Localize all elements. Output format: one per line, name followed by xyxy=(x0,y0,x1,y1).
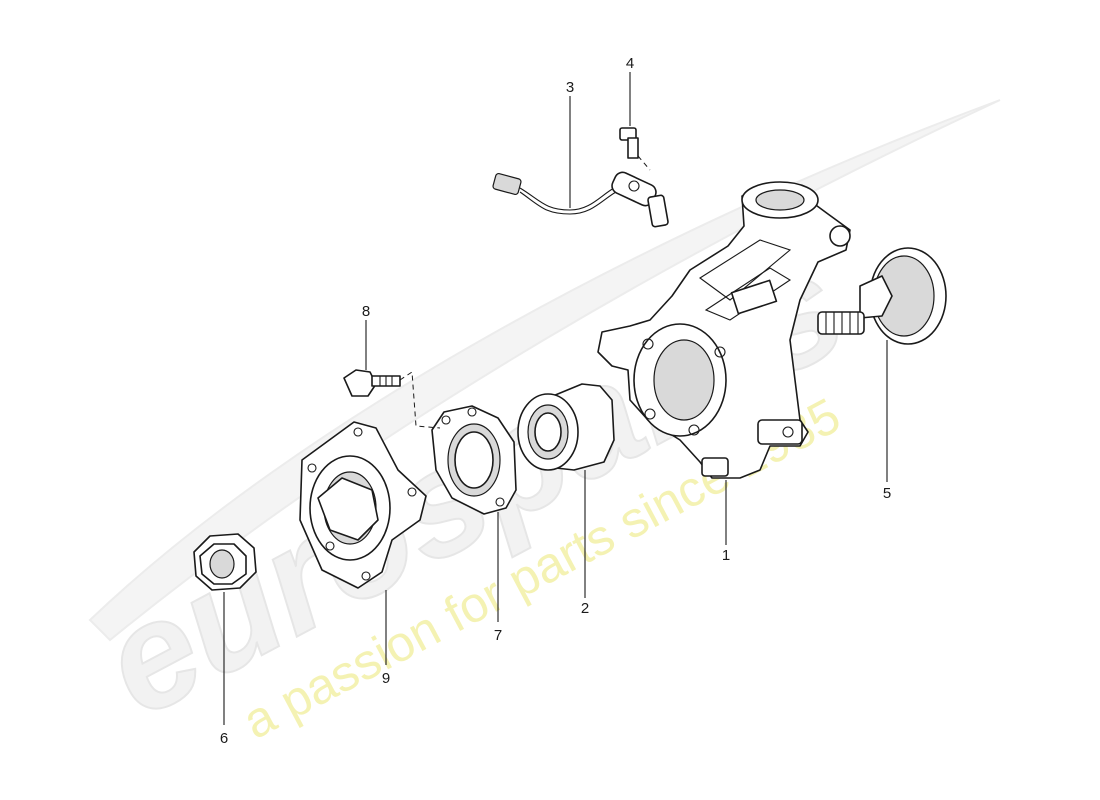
wheel-hub-part xyxy=(299,421,427,589)
callout-5: 5 xyxy=(883,485,891,502)
callout-7: 7 xyxy=(494,627,502,644)
sensor-bolt-part xyxy=(619,127,651,171)
wheel-bearing-part xyxy=(517,383,615,471)
cover-plate-part xyxy=(431,405,517,515)
callout-9: 9 xyxy=(382,670,390,687)
callout-6: 6 xyxy=(220,730,228,747)
speed-sensor-part xyxy=(492,171,669,228)
callout-2: 2 xyxy=(581,600,589,617)
flange-bolt-part xyxy=(343,369,441,429)
callout-3: 3 xyxy=(566,79,574,96)
collar-nut-part xyxy=(193,533,257,591)
drive-shaft-part xyxy=(817,247,947,345)
callout-labels: 1 2 3 4 5 6 7 8 9 xyxy=(220,55,891,747)
leader-lines xyxy=(223,72,888,725)
callout-8: 8 xyxy=(362,303,370,320)
callout-1: 1 xyxy=(722,547,730,564)
callout-4: 4 xyxy=(626,55,634,72)
wheel-carrier-part xyxy=(597,181,851,479)
